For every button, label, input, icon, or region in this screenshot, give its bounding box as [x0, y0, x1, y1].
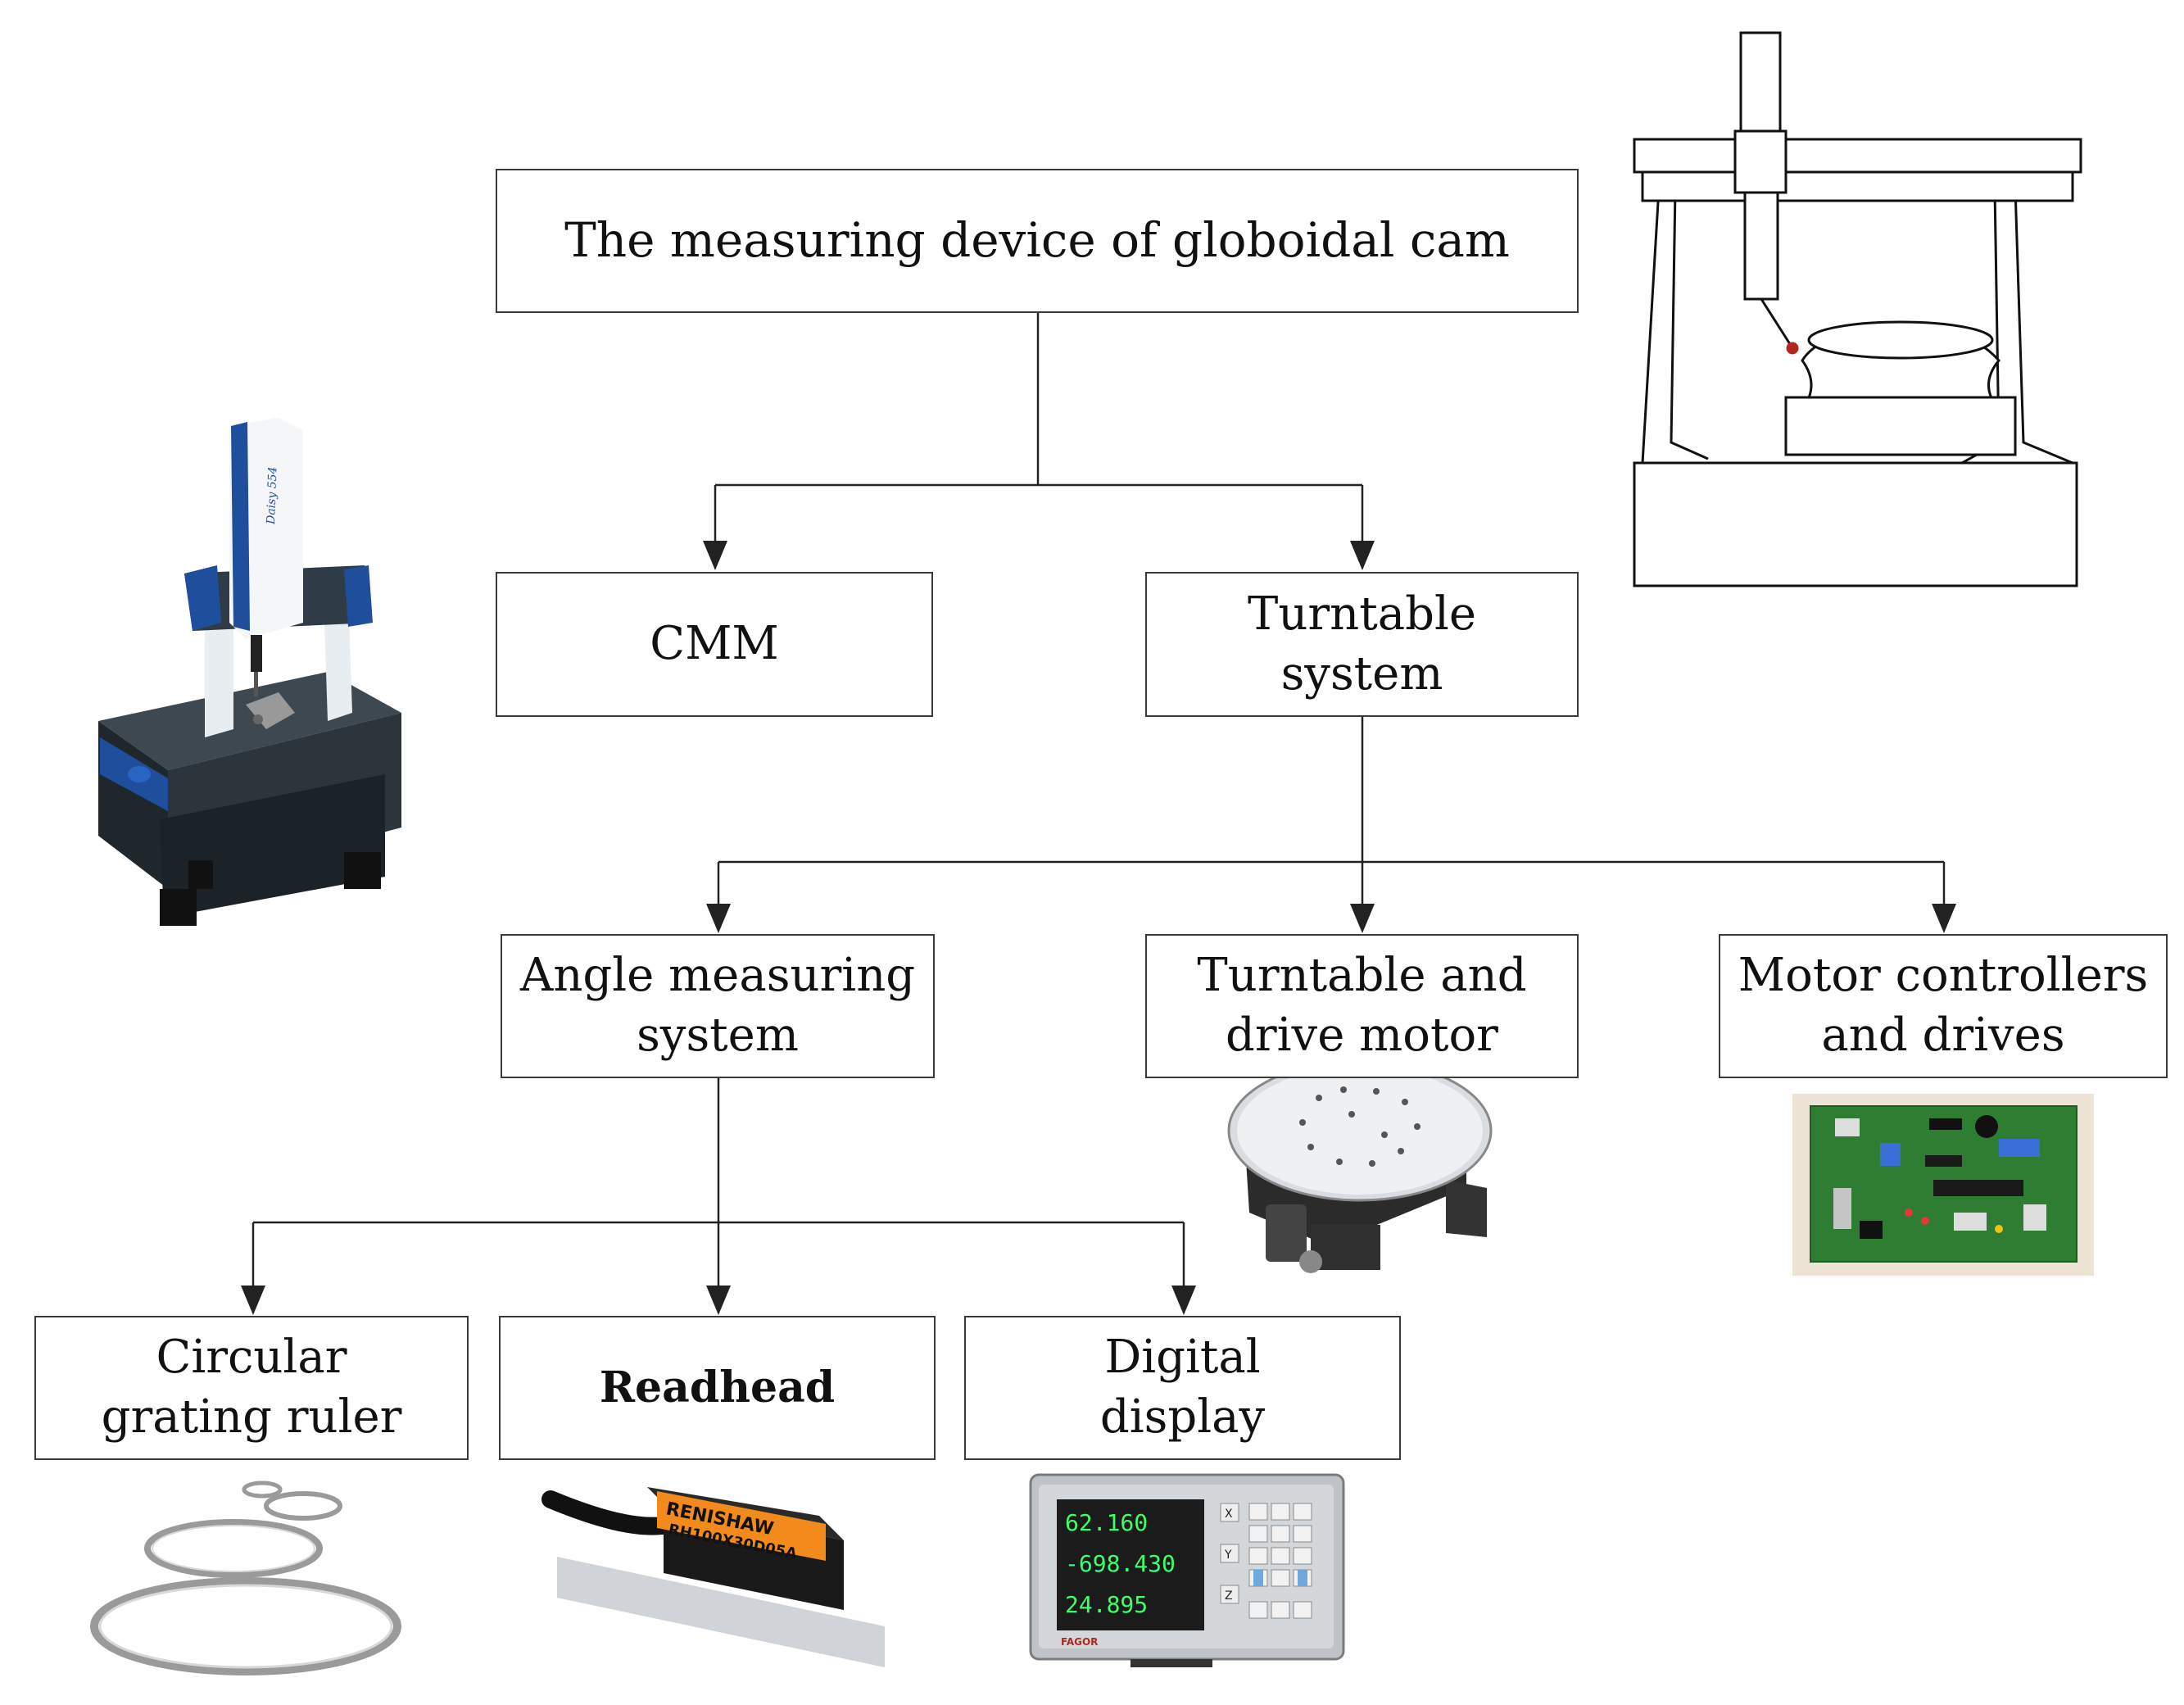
arrow-to-cmm — [703, 541, 727, 570]
connector-angle-measuring — [251, 1078, 1185, 1286]
node-turntable-system: Turntable system — [1145, 572, 1579, 717]
node-cmm: CMM — [496, 572, 933, 717]
root-node: The measuring device of globoidal cam — [496, 169, 1579, 313]
gantry-cmm-sketch — [1633, 31, 2082, 587]
readhead-illustration: RENISHAW RH100X30D05A — [541, 1487, 885, 1667]
node-motor-controllers: Motor controllers and drives — [1719, 934, 2168, 1078]
display-reading-z: 24.895 — [1065, 1591, 1148, 1618]
arrowheads-level2 — [703, 541, 1375, 570]
arrowheads-level4 — [241, 1286, 1196, 1315]
arrow-to-turntable-system — [1350, 541, 1375, 570]
cmm-machine-illustration: Daisy 554 — [98, 418, 401, 926]
arrowheads-level3 — [706, 904, 1956, 933]
display-axis-y: Y — [1224, 1549, 1232, 1562]
rotary-table-illustration — [1227, 1059, 1493, 1273]
display-axis-x: X — [1225, 1508, 1233, 1521]
node-turntable-drive-motor: Turntable and drive motor — [1145, 934, 1579, 1078]
display-reading-y: -698.430 — [1065, 1550, 1176, 1577]
connector-turntable-system — [717, 717, 1946, 904]
node-circular-grating-ruler: Circular grating ruler — [34, 1316, 469, 1460]
connector-root — [714, 313, 1364, 541]
node-digital-display: Digital display — [964, 1316, 1401, 1460]
node-angle-measuring-system: Angle measuring system — [501, 934, 935, 1078]
display-axis-z: Z — [1225, 1589, 1233, 1603]
node-readhead: Readhead — [499, 1316, 936, 1460]
grating-rings-illustration — [90, 1481, 401, 1676]
display-reading-x: 62.160 — [1065, 1509, 1148, 1536]
display-brand-label: FAGOR — [1061, 1636, 1098, 1648]
pcb-illustration — [1792, 1094, 2094, 1276]
cmm-model-label: Daisy 554 — [265, 466, 279, 525]
digital-display-illustration: 62.160 -698.430 24.895 X Y Z FAGOR — [1029, 1473, 1345, 1667]
